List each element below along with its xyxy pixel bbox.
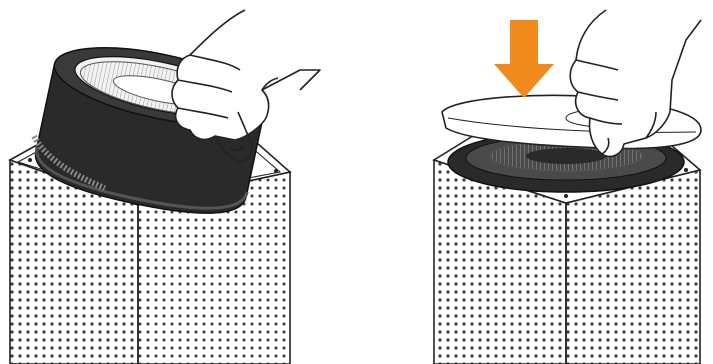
step-attach-cover-panel: [356, 0, 713, 364]
step-insert-filter-panel: [0, 0, 356, 364]
down-arrow-icon: [494, 20, 554, 98]
